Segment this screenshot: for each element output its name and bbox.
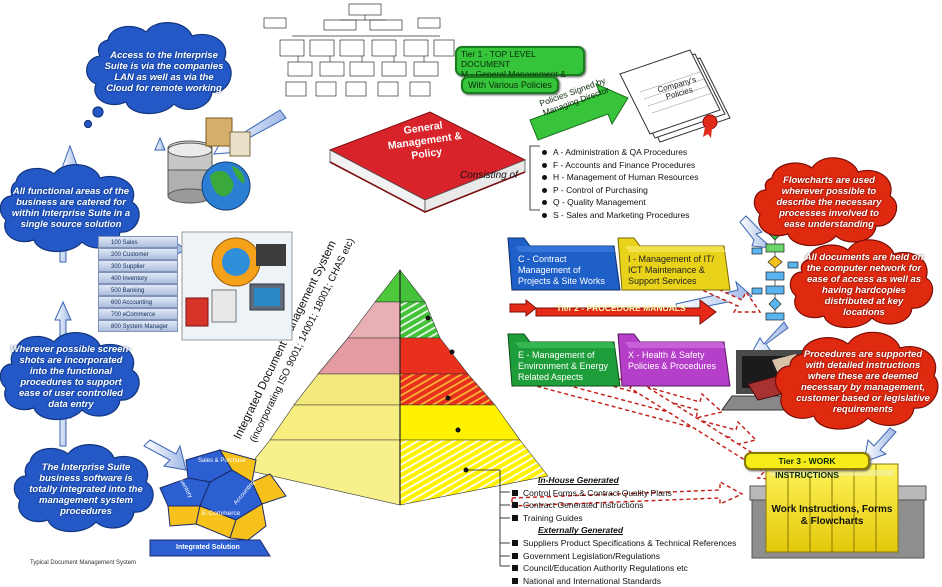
binder-text: Work Instructions, Forms & Flowcharts [771, 504, 893, 527]
cloud-text-functional-areas: All functional areas of the business are… [11, 186, 131, 230]
tier1-item: A - Administration & QA Procedures [542, 146, 699, 159]
procedure-folders [507, 237, 731, 387]
source-item: Training Guides [512, 512, 736, 525]
cloud-text-access: Access to the Interprise Suite is via th… [104, 50, 224, 94]
tier1-item: H - Management of Human Resources [542, 171, 699, 184]
puzzle-caption: Integrated Solution [176, 544, 240, 551]
source-item: Control Forms & Contract Quality Plans [512, 487, 736, 500]
source-list: In-House Generated Control Forms & Contr… [512, 474, 736, 587]
source-item: Contract Generated Instructions [512, 499, 736, 512]
suite-menu-item: 600 Accounting [98, 296, 178, 308]
diagram-canvas: Integrated Document Management System (i… [0, 3, 939, 567]
suite-menu: 100 Sales 200 Customer 300 Supplier 400 … [98, 236, 178, 332]
pyramid [245, 269, 549, 506]
puzzle-illustration [149, 449, 287, 557]
suite-menu-item: 500 Banking [98, 284, 178, 296]
suite-menu-item: 400 Inventory [98, 272, 178, 284]
tier3-label: Tier 3 - WORK INSTRUCTIONS [744, 452, 870, 480]
consisting-bracket [529, 145, 540, 211]
puzzle-piece-label: Sales & Purchase [198, 458, 246, 464]
inhouse-heading: In-House Generated [538, 475, 619, 485]
cloud-text-work-instructions: Procedures are supported with detailed i… [796, 349, 930, 415]
tier1-item: P - Control of Purchasing [542, 184, 699, 197]
suite-menu-item: 800 System Manager [98, 320, 178, 332]
source-item: National and International Standards [512, 575, 736, 587]
tier2-label: Tier 2 - PROCEDURE MANUALS [556, 303, 686, 313]
tier1-title: Tier 1 - TOP LEVEL DOCUMENT [461, 49, 536, 69]
puzzle-piece-label: E-Commerce [202, 510, 241, 517]
general-management-book [328, 111, 527, 213]
left-clouds [0, 22, 232, 533]
right-clouds [753, 157, 939, 430]
suite-menu-item: 300 Supplier [98, 260, 178, 272]
external-heading: Externally Generated [538, 525, 624, 536]
source-item: Government Legislation/Regulations [512, 550, 736, 563]
footer-caption: Typical Document Management System [30, 560, 137, 566]
cloud-text-screenshots: Wherever possible screen-shots are incor… [10, 344, 132, 410]
tier1-item: F - Accounts and Finance Procedures [542, 159, 699, 172]
cloud-text-flowcharts: Flowcharts are used wherever possible to… [776, 174, 882, 230]
tier1-item: S - Sales and Marketing Procedures [542, 209, 699, 222]
source-item: Council/Education Authority Regulations … [512, 562, 736, 575]
server-globe-illustration [167, 117, 251, 211]
software-collage [181, 231, 293, 341]
org-chart [263, 3, 455, 97]
source-item: Suppliers Product Specifications & Techn… [512, 537, 736, 550]
policies-arrow [529, 83, 629, 141]
tier2-arrow [509, 298, 717, 325]
policies-pill: With Various Policies [461, 76, 559, 94]
tier1-list: A - Administration & QA Procedures F - A… [542, 146, 699, 222]
consisting-of-label: Consisting of [460, 170, 518, 181]
policies-document-icon [619, 49, 731, 143]
cloud-text-integration: The Interprise Suite business software i… [29, 461, 143, 517]
suite-menu-item: 100 Sales [98, 236, 178, 248]
work-instructions-binders [749, 463, 927, 559]
folder-it-management: I - Management of IT/ ICT Maintenance & … [628, 254, 715, 286]
source-bracket [466, 469, 510, 567]
folder-health-safety: X - Health & Safety Policies & Procedure… [628, 350, 717, 371]
folder-environment-energy: E - Management of Environment & Energy R… [518, 350, 609, 382]
folder-contract-management: C - Contract Management of Projects & Si… [518, 254, 605, 286]
tier1-item: Q - Quality Management [542, 196, 699, 209]
suite-menu-item: 700 eCommerce [98, 308, 178, 320]
cloud-text-network-documents: All documents are held on the computer n… [804, 252, 924, 318]
tier1-label: Tier 1 - TOP LEVEL DOCUMENT M - General … [455, 46, 585, 89]
suite-menu-item: 200 Customer [98, 248, 178, 260]
